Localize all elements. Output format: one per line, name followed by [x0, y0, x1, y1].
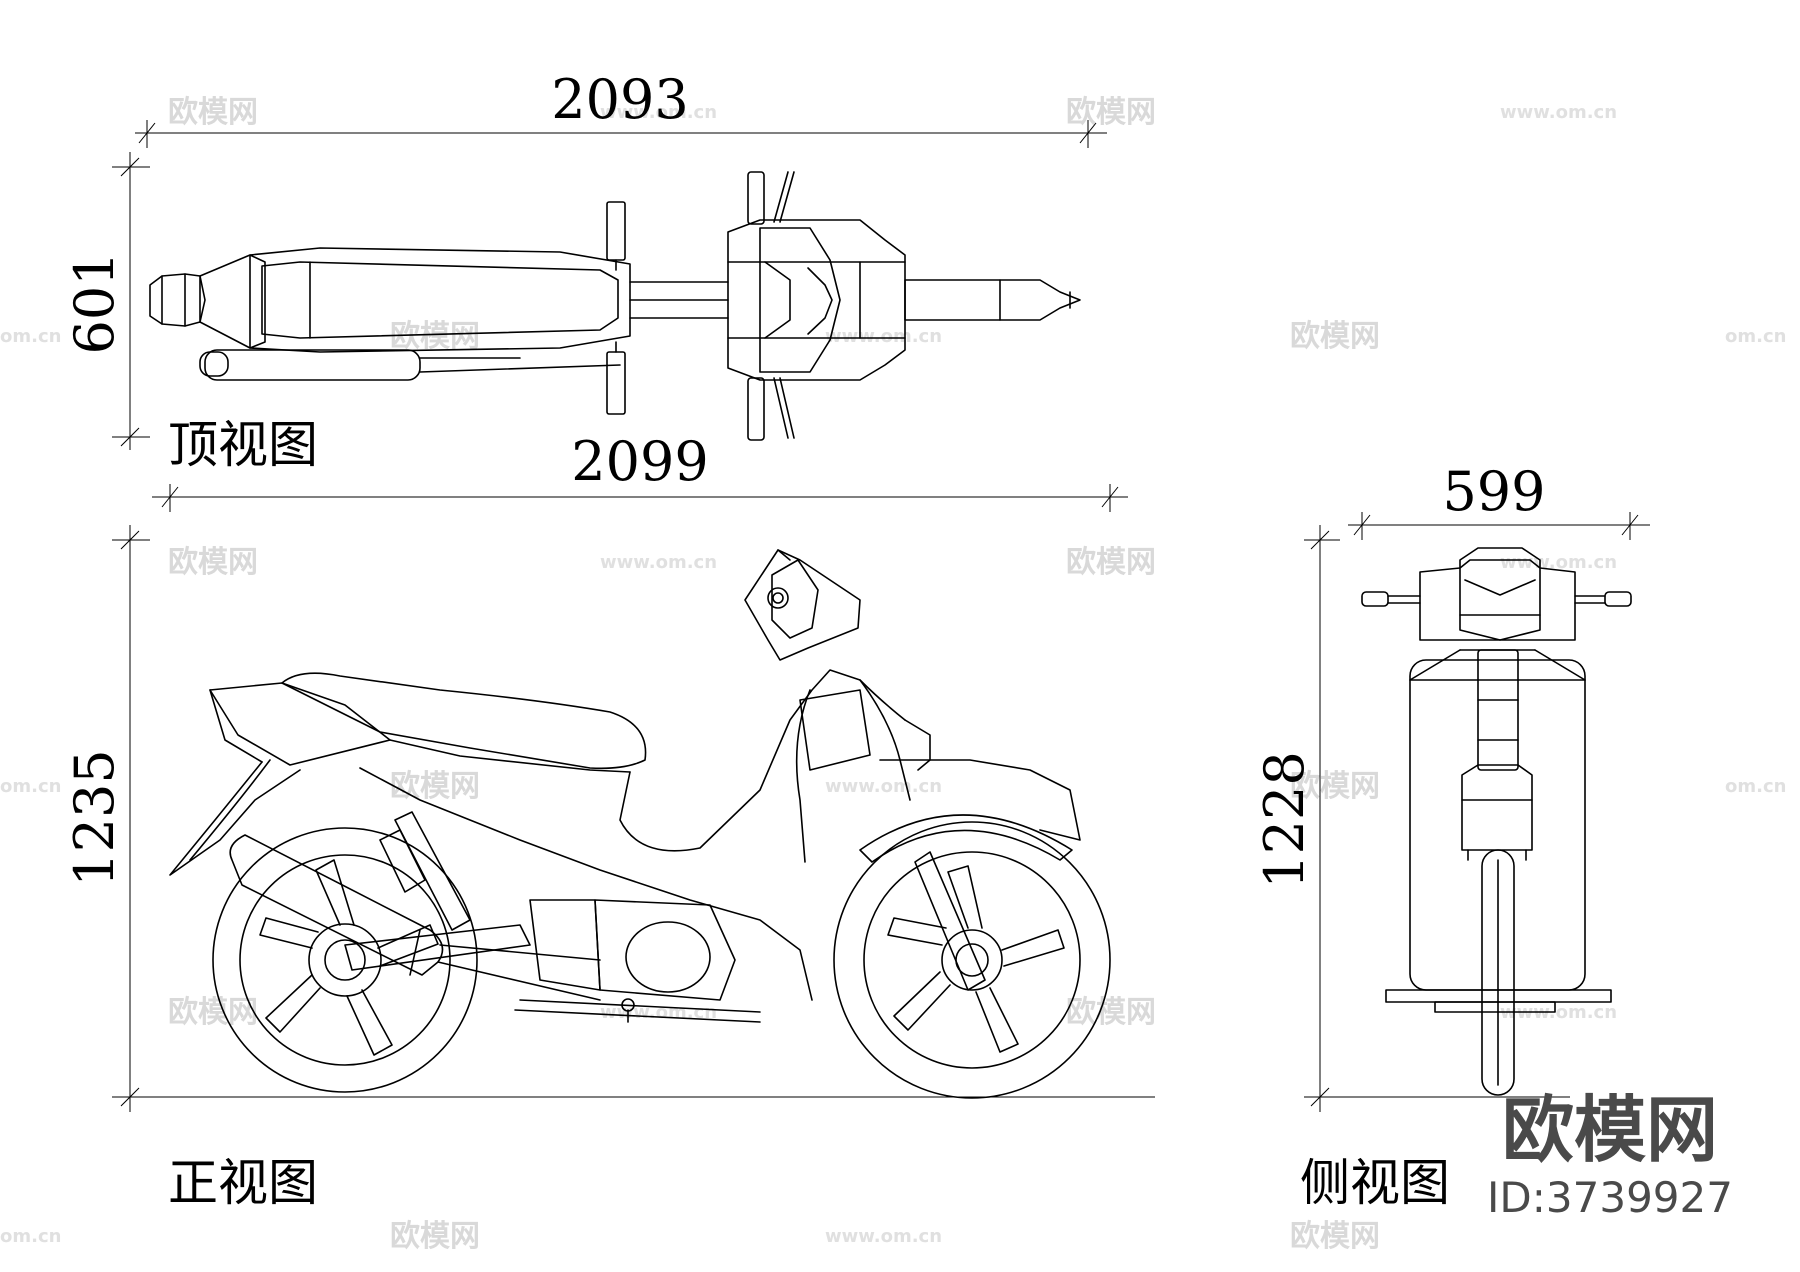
model-id-text: ID:3739927: [1487, 1173, 1733, 1222]
watermark-logo: 欧模网: [1290, 1219, 1380, 1254]
front-view-label: 正视图: [168, 1154, 318, 1212]
top-view-motorcycle: [149, 171, 1081, 441]
watermark-site: www.om.cn: [600, 552, 717, 573]
watermark-site: www.om.cn: [1500, 1002, 1617, 1023]
watermark-site: www.om.cn: [1500, 102, 1617, 123]
watermark-logo: 欧模网: [168, 995, 258, 1030]
dimension-front-length-text: 2099: [571, 430, 708, 493]
dimension-side-height: 1228: [1253, 525, 1570, 1112]
dimension-top-width: 601: [63, 152, 150, 450]
watermark-logo: 欧模网: [1290, 319, 1380, 354]
brand-logo-text: 欧模网: [1502, 1088, 1718, 1172]
watermark-site: om.cn: [0, 1226, 61, 1247]
watermark-logo: 欧模网: [1066, 95, 1156, 130]
dimension-side-width-text: 599: [1442, 460, 1545, 523]
front-view-motorcycle: [169, 549, 1111, 1099]
top-view-label: 顶视图: [168, 416, 318, 474]
dimension-top-width-text: 601: [63, 251, 126, 354]
dimension-front-height: 1235: [63, 525, 1155, 1112]
dimension-front-length: 2099: [152, 430, 1128, 512]
watermark-site: www.om.cn: [1500, 552, 1617, 573]
watermark-logo: 欧模网: [1290, 769, 1380, 804]
watermark-site: www.om.cn: [825, 776, 942, 797]
watermark-logo: 欧模网: [168, 95, 258, 130]
watermark-logo: 欧模网: [1066, 545, 1156, 580]
watermark-site: www.om.cn: [825, 326, 942, 347]
watermark-logo: 欧模网: [390, 1219, 480, 1254]
dimension-side-width: 599: [1348, 460, 1650, 540]
watermark-logo: 欧模网: [1066, 995, 1156, 1030]
dimension-side-height-text: 1228: [1253, 751, 1316, 888]
watermark-site: om.cn: [0, 776, 61, 797]
watermark-layer: 欧模网 www.om.cn 欧模网 www.om.cn om.cn 欧模网 ww…: [0, 95, 1786, 1254]
dimension-top-length-text: 2093: [551, 68, 688, 131]
watermark-logo: 欧模网: [390, 319, 480, 354]
dimension-top-length: 2093: [135, 68, 1107, 148]
watermark-site: om.cn: [0, 326, 61, 347]
watermark-logo: 欧模网: [168, 545, 258, 580]
dimension-front-height-text: 1235: [63, 749, 126, 886]
watermark-site: www.om.cn: [825, 1226, 942, 1247]
watermark-site: www.om.cn: [600, 102, 717, 123]
side-view-label: 侧视图: [1300, 1154, 1450, 1212]
side-view-motorcycle: [1361, 547, 1632, 1096]
watermark-site: om.cn: [1725, 776, 1786, 797]
watermark-logo: 欧模网: [390, 769, 480, 804]
dimension-lines: 2093 601 2099 1235: [63, 68, 1650, 1112]
watermark-site: om.cn: [1725, 326, 1786, 347]
